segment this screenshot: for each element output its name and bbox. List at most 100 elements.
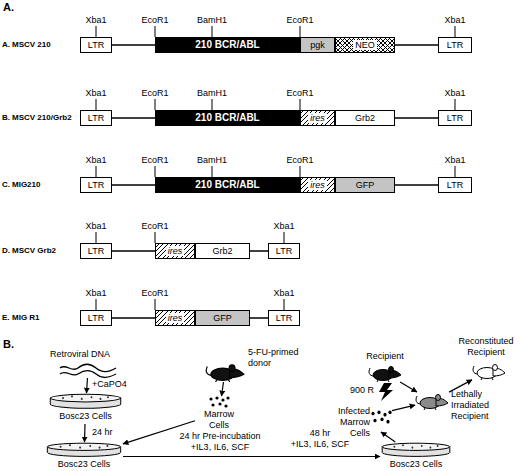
- node-label: pgk: [310, 40, 325, 50]
- node-label: LTR: [88, 40, 104, 50]
- ires-box: ires: [155, 243, 195, 259]
- restriction-site: Xba1: [433, 15, 477, 26]
- node-label: Bosc23 Cells: [380, 459, 452, 470]
- node-label: Recipient: [360, 351, 410, 362]
- mouse-shape: [205, 362, 245, 382]
- culture-condition: +IL3, IL6, SCF: [280, 439, 360, 450]
- vector-backbone: [395, 184, 438, 186]
- mouse-shape: [472, 362, 506, 380]
- restriction-site: EcoR1: [278, 88, 322, 99]
- restriction-site: BamH1: [190, 15, 234, 26]
- flow-arrow: [449, 380, 472, 392]
- panel-letter: A.: [3, 1, 23, 14]
- construct-name: MIG210: [12, 180, 80, 190]
- mouse-shape: [368, 364, 402, 382]
- flow-arrow: [222, 382, 224, 396]
- construct-name: MSCV 210: [12, 40, 80, 50]
- restriction-site: EcoR1: [278, 155, 322, 166]
- vector-backbone: [250, 250, 268, 252]
- edge-label: +CaPO4: [92, 379, 132, 390]
- reporter-box: GFP: [195, 310, 250, 326]
- restriction-site: EcoR1: [133, 88, 177, 99]
- vector-backbone: [112, 317, 155, 319]
- restriction-site: Xba1: [74, 15, 118, 26]
- recipient-mouse: Recipient: [368, 364, 402, 382]
- flow-arrow: [87, 378, 88, 393]
- cell-dots: [370, 410, 392, 424]
- restriction-site: Xba1: [433, 155, 477, 166]
- restriction-site: BamH1: [190, 88, 234, 99]
- ltr-box: LTR: [80, 110, 112, 126]
- node-label: Grb2: [355, 113, 375, 123]
- mouse-shape: [415, 392, 449, 410]
- node-label: LTR: [88, 113, 104, 123]
- flow-arrow: [381, 432, 395, 442]
- ltr-box: LTR: [80, 243, 112, 259]
- gene-box: Grb2: [335, 110, 395, 126]
- restriction-site: Xba1: [74, 221, 118, 232]
- restriction-site: Xba1: [262, 221, 306, 232]
- vector-backbone: [112, 44, 155, 46]
- node-label: ires: [308, 113, 327, 123]
- flow-arrow: [392, 405, 415, 411]
- ltr-box: LTR: [80, 310, 112, 326]
- insert-box: 210 BCR/ABL: [155, 37, 300, 53]
- ltr-box: LTR: [268, 310, 300, 326]
- ltr-box: LTR: [438, 110, 472, 126]
- vector-backbone: [112, 117, 155, 119]
- node-label: Grb2: [212, 246, 232, 256]
- dish-shape: [45, 442, 123, 458]
- reconstituted-mouse: Reconstituted Recipient: [472, 362, 506, 380]
- node-label: 5-FU-primed donor: [248, 347, 310, 369]
- node-label: Reconstituted Recipient: [452, 336, 520, 358]
- gene-box: Grb2: [195, 243, 250, 259]
- node-label: 210 BCR/ABL: [195, 180, 259, 190]
- flow-arrow: [123, 456, 380, 457]
- dish-shape: [380, 442, 452, 458]
- donor-mouse: 5-FU-primed donor: [205, 362, 245, 382]
- node-label: Infected Marrow Cells: [330, 406, 370, 439]
- node-label: 210 BCR/ABL: [195, 113, 259, 123]
- node-label: LTR: [447, 180, 463, 190]
- node-label: LTR: [88, 313, 104, 323]
- promoter-box: pgk: [300, 37, 335, 53]
- irradiated-mouse: Lethally Irradiated Recipient: [415, 392, 449, 410]
- restriction-site: EcoR1: [133, 155, 177, 166]
- culture-dish: Bosc23 Cells: [48, 393, 123, 424]
- node-label: Retroviral DNA: [50, 349, 130, 360]
- restriction-site: Xba1: [74, 155, 118, 166]
- node-label: Bosc23 Cells: [48, 411, 123, 422]
- panel-letter: B.: [3, 338, 23, 351]
- node-label: LTR: [447, 40, 463, 50]
- marrow-cells: Marrow Cells: [195, 396, 243, 430]
- vector-backbone: [112, 250, 155, 252]
- restriction-site: EcoR1: [133, 288, 177, 299]
- ires-box: ires: [155, 310, 195, 326]
- restriction-site: EcoR1: [278, 15, 322, 26]
- insert-box: 210 BCR/ABL: [155, 177, 300, 193]
- flow-arrow: [84, 424, 86, 442]
- node-label: LTR: [276, 246, 292, 256]
- dna-strands: [58, 363, 118, 378]
- node-label: ires: [308, 180, 327, 190]
- construct-name: MSCV Grb2: [12, 246, 80, 256]
- restriction-site: Xba1: [433, 88, 477, 99]
- ltr-box: LTR: [80, 177, 112, 193]
- retroviral-dna: Retroviral DNA: [58, 363, 118, 378]
- node-label: ires: [166, 246, 185, 256]
- infected-cells: Infected Marrow Cells: [330, 404, 392, 432]
- edge-label: 900 R: [350, 385, 380, 396]
- restriction-site: Xba1: [74, 288, 118, 299]
- node-label: GFP: [356, 180, 375, 190]
- ltr-box: LTR: [438, 177, 472, 193]
- node-label: Bosc23 Cells: [45, 459, 123, 470]
- node-label: NEO: [353, 40, 377, 50]
- vector-backbone: [395, 44, 438, 46]
- vector-backbone: [250, 317, 268, 319]
- resistance-gene-box: NEO: [335, 37, 395, 53]
- ltr-box: LTR: [80, 37, 112, 53]
- ltr-box: LTR: [268, 243, 300, 259]
- culture-dish: Bosc23 Cells: [45, 442, 123, 471]
